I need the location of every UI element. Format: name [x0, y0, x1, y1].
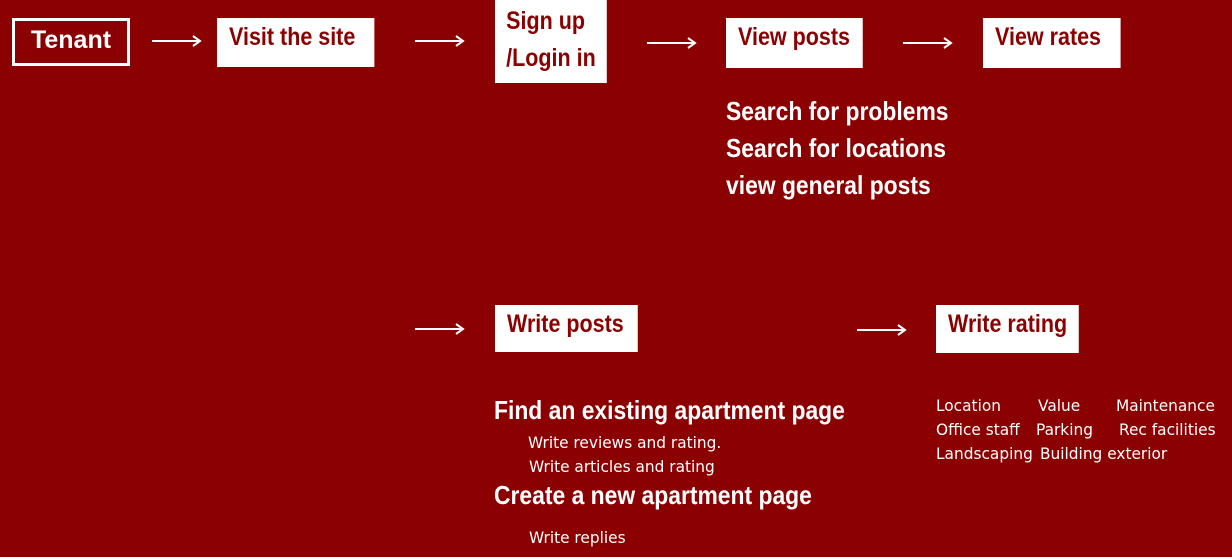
rating-category: Parking — [1036, 420, 1093, 439]
view-rates-node: View rates — [983, 18, 1121, 68]
visit-site-node: Visit the site — [217, 18, 375, 67]
arrow-icon — [647, 36, 697, 50]
find-sub-item: Write articles and rating — [529, 457, 715, 476]
create-new-heading: Create a new apartment page — [494, 480, 812, 510]
rating-category: Building exterior — [1040, 444, 1168, 463]
find-existing-heading: Find an existing apartment page — [494, 395, 845, 425]
find-sub-item: Write reviews and rating. — [528, 433, 722, 452]
rating-category: Landscaping — [936, 444, 1033, 463]
write-rating-node: Write rating — [936, 305, 1079, 353]
arrow-icon — [415, 322, 465, 336]
rating-category: Office staff — [936, 420, 1020, 439]
write-posts-node: Write posts — [495, 305, 638, 352]
arrow-icon — [903, 36, 953, 50]
option-item: Search for locations — [726, 133, 946, 163]
arrow-icon — [415, 34, 465, 48]
signup-label: Sign up — [506, 7, 586, 35]
login-label: /Login in — [506, 44, 596, 72]
arrow-icon — [857, 323, 907, 337]
option-item: Search for problems — [726, 96, 949, 126]
rating-category: Maintenance — [1116, 396, 1215, 415]
rating-category: Value — [1038, 396, 1081, 415]
option-item: view general posts — [726, 170, 931, 200]
arrow-icon — [152, 34, 202, 48]
rating-category: Location — [936, 396, 1001, 415]
view-posts-options: Search for problems Search for locations… — [726, 93, 949, 204]
signup-login-node: Sign up /Login in — [495, 0, 607, 83]
rating-category: Rec facilities — [1119, 420, 1216, 439]
tenant-node: Tenant — [12, 18, 130, 66]
create-sub-item: Write replies — [529, 528, 626, 547]
view-posts-node: View posts — [726, 18, 863, 68]
